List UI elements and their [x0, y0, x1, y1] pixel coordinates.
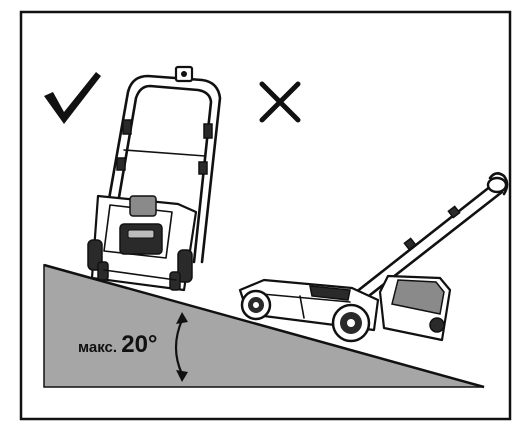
slope-top-edge [43, 263, 485, 389]
slope-angle-indicator: макс. 20° [78, 312, 188, 382]
diagram-frame [19, 10, 512, 421]
mower-correct-front-view [87, 65, 222, 292]
cross-icon [259, 81, 301, 123]
slope-max-label: макс. 20° [78, 331, 158, 358]
check-icon [44, 72, 101, 124]
mower-incorrect-side-view [238, 172, 509, 343]
double-arrow-arc-icon [174, 319, 184, 375]
